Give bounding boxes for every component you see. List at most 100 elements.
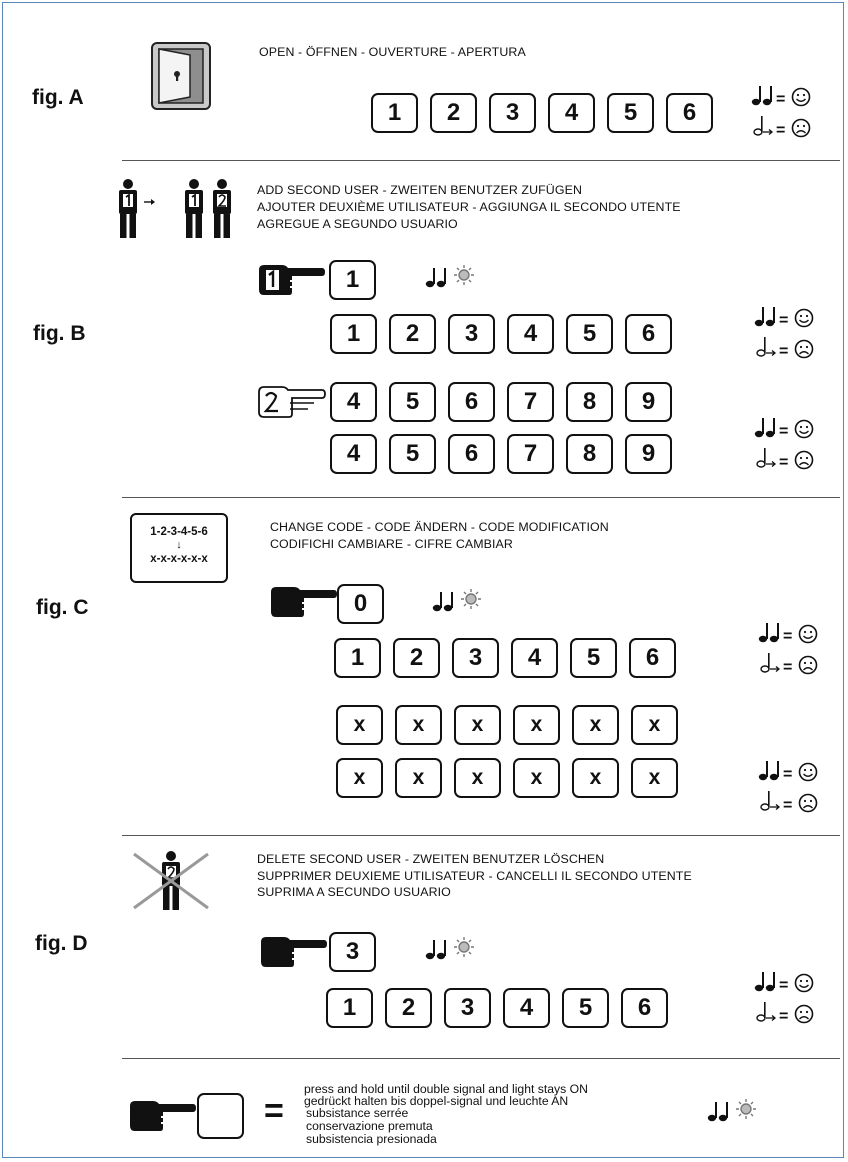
double-note-icon (751, 86, 772, 106)
key: x (454, 758, 501, 798)
key: 4 (330, 434, 377, 474)
double-beep-with-light-icon (424, 262, 482, 295)
key: 6 (625, 314, 672, 354)
key: 1 (329, 260, 376, 300)
key: 5 (566, 314, 613, 354)
new-code-text: x-x-x-x-x-x (150, 553, 208, 565)
section-divider (122, 497, 840, 498)
key: 5 (389, 434, 436, 474)
key: 3 (444, 988, 491, 1028)
footer-line-5: subsistencia presionada (306, 1132, 437, 1146)
svg-text:=: = (779, 312, 788, 329)
key: 1 (330, 314, 377, 354)
key: x (631, 705, 678, 745)
key: 2 (430, 93, 477, 133)
fig-b-label: fig. B (33, 322, 86, 345)
key: 1 (371, 93, 418, 133)
finger-press-icon (258, 934, 328, 975)
finger-press-icon (127, 1098, 197, 1139)
fig-c-keypad-row-3: x x x x x x (336, 758, 690, 798)
key: 6 (448, 434, 495, 474)
fig-b-caption-line-3: AGREGUE A SEGUNDO USUARIO (257, 217, 458, 231)
svg-text:=: = (779, 977, 788, 994)
key: 8 (566, 434, 613, 474)
fig-a-caption: OPEN - ÖFFNEN - OUVERTURE - APERTURA (259, 45, 526, 59)
svg-text:=: = (779, 423, 788, 440)
key: 5 (389, 382, 436, 422)
key: x (631, 758, 678, 798)
svg-text:=: = (783, 628, 792, 645)
key: 9 (625, 382, 672, 422)
key: 4 (330, 382, 377, 422)
fig-c-press-key: 0 (337, 584, 384, 624)
double-beep-with-light-icon (431, 586, 489, 619)
key: x (395, 705, 442, 745)
key: 5 (607, 93, 654, 133)
fig-c-caption-line-2: CODIFICHI CAMBIARE - CIFRE CAMBIAR (270, 537, 513, 551)
beep-legend: = = (751, 970, 831, 1025)
fig-d-caption-line-1: DELETE SECOND USER - ZWEITEN BENUTZER LÖ… (257, 852, 605, 866)
footer-line-1: press and hold until double signal and l… (304, 1082, 588, 1096)
finger-press-1-icon (256, 262, 326, 303)
beep-legend: = = (751, 416, 831, 471)
beep-legend: = = (755, 759, 835, 814)
section-divider (122, 160, 840, 161)
section-divider (122, 835, 840, 836)
svg-text:=: = (783, 766, 792, 783)
key: 7 (507, 382, 554, 422)
key: x (395, 758, 442, 798)
key: 6 (621, 988, 668, 1028)
arrow-down-icon: ↓ (176, 539, 182, 551)
delete-second-user-icon (130, 850, 212, 917)
key: 4 (548, 93, 595, 133)
beep-legend: = = (748, 84, 828, 139)
fig-c-caption-line-1: CHANGE CODE - CODE ÄNDERN - CODE MODIFIC… (270, 520, 609, 534)
key: 3 (452, 638, 499, 678)
old-code-text: 1-2-3-4-5-6 (150, 526, 208, 538)
key: 4 (511, 638, 558, 678)
fig-a-keypad-row: 1 2 3 4 5 6 (371, 93, 725, 133)
key: 6 (448, 382, 495, 422)
key: 2 (389, 314, 436, 354)
long-note-icon (753, 116, 774, 136)
key: x (513, 705, 560, 745)
key: 2 (393, 638, 440, 678)
key: 1 (326, 988, 373, 1028)
key: 5 (562, 988, 609, 1028)
key: 2 (385, 988, 432, 1028)
beep-legend: = = (751, 305, 831, 360)
key: 4 (507, 314, 554, 354)
fig-b-keypad-row-1: 1 2 3 4 5 6 (330, 314, 684, 354)
fig-d-caption-line-2: SUPPRIMER DEUXIEME UTILISATEUR - CANCELL… (257, 869, 692, 883)
svg-text:=: = (776, 122, 785, 139)
svg-text:=: = (783, 659, 792, 676)
blank-key (197, 1093, 244, 1139)
fig-d-press-key: 3 (329, 932, 376, 972)
fig-b-press-key: 1 (329, 260, 376, 300)
key: x (572, 758, 619, 798)
section-divider (122, 1058, 840, 1059)
key: 0 (337, 584, 384, 624)
fig-d-caption-line-3: SUPRIMA A SECUNDO USUARIO (257, 885, 451, 899)
add-second-user-icon (114, 178, 242, 245)
door-with-keyhole-icon (150, 41, 212, 116)
fig-d-label: fig. D (35, 932, 88, 955)
key: x (454, 705, 501, 745)
smile-face-icon (791, 87, 811, 107)
key: x (336, 705, 383, 745)
svg-text:=: = (779, 454, 788, 471)
finger-press-icon (268, 584, 338, 625)
svg-text:=: = (776, 91, 785, 108)
key: 3 (489, 93, 536, 133)
fig-c-keypad-row-2: x x x x x x (336, 705, 690, 745)
footer-line-2: gedrückt halten bis doppel-signal und le… (304, 1094, 569, 1108)
beep-legend: = = (755, 621, 835, 676)
key: 9 (625, 434, 672, 474)
key: 6 (666, 93, 713, 133)
fig-b-keypad-row-2: 4 5 6 7 8 9 (330, 382, 684, 422)
key: 3 (329, 932, 376, 972)
svg-text:=: = (779, 1008, 788, 1025)
equals-sign: = (264, 1092, 284, 1130)
fig-c-label: fig. C (36, 596, 89, 619)
